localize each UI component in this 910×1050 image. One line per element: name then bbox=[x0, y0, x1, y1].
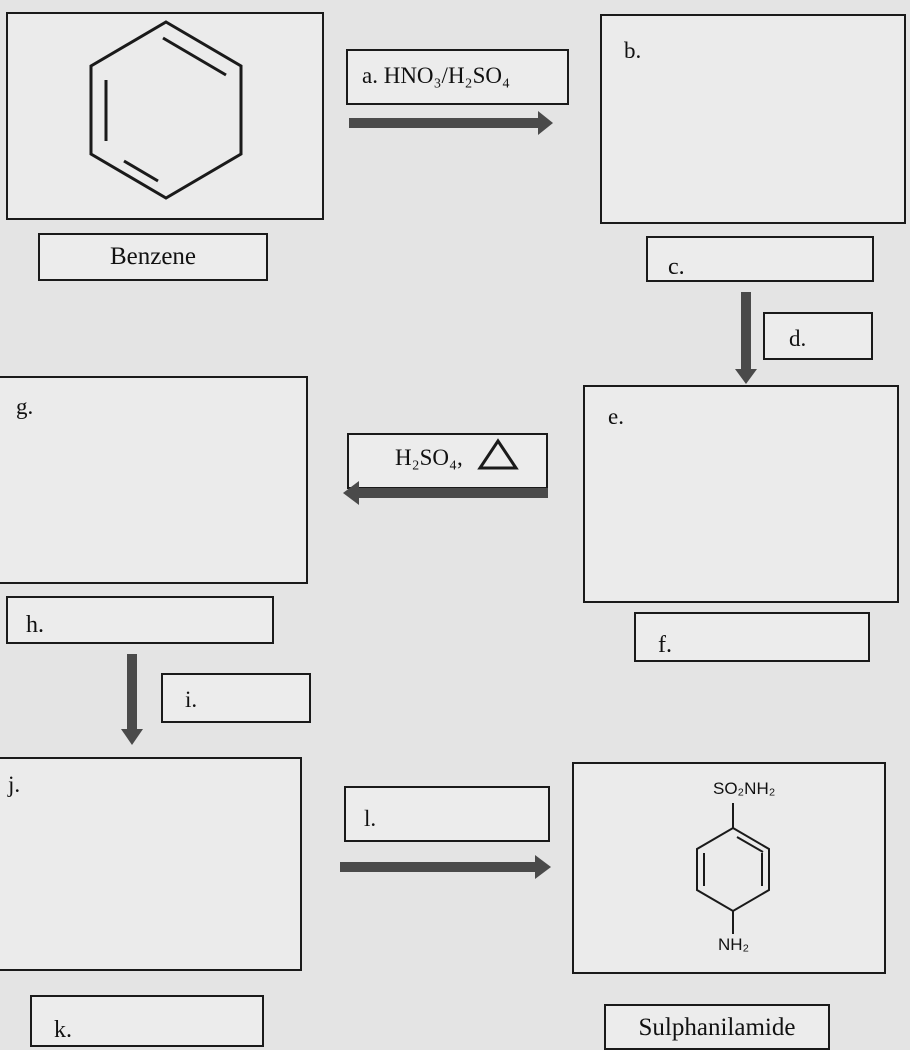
reagent-h2so4-text: H₂SO₄, bbox=[395, 445, 463, 470]
arrow-h-to-j-down bbox=[121, 654, 143, 745]
sulfonamide-group-label: SO₂NH₂ bbox=[713, 779, 776, 798]
blank-g-box bbox=[0, 376, 308, 584]
benzene-structure-box bbox=[6, 12, 324, 220]
blank-l-letter: l. bbox=[364, 806, 377, 831]
blank-b-box bbox=[600, 14, 906, 224]
benzene-ring bbox=[89, 20, 243, 200]
amino-group-label: NH₂ bbox=[718, 935, 750, 954]
sulphanilamide-structure-box bbox=[572, 762, 886, 974]
benzene-label: Benzene bbox=[38, 233, 268, 281]
sulphanilamide-label: Sulphanilamide bbox=[604, 1004, 830, 1050]
blank-i-letter: i. bbox=[185, 687, 198, 712]
heat-triangle-icon bbox=[477, 438, 519, 470]
blank-j-letter: j. bbox=[8, 772, 21, 797]
reagent-a-box: a. HNO₃/H₂SO₄ bbox=[346, 49, 569, 105]
arrow-c-to-e-down bbox=[735, 292, 757, 384]
blank-k-letter: k. bbox=[54, 1017, 72, 1043]
arrow-l-right bbox=[340, 855, 551, 879]
blank-c-letter: c. bbox=[668, 254, 685, 280]
blank-c-label: c. bbox=[646, 236, 874, 282]
sulphanilamide-ring bbox=[696, 803, 770, 934]
reagent-i-box: i. bbox=[161, 673, 311, 723]
blank-d-letter: d. bbox=[789, 326, 807, 351]
blank-k-label: k. bbox=[30, 995, 264, 1047]
reagent-l-box: l. bbox=[344, 786, 550, 842]
reagent-a-text: a. HNO₃/H₂SO₄ bbox=[362, 63, 510, 88]
blank-h-letter: h. bbox=[26, 612, 44, 638]
blank-f-label: f. bbox=[634, 612, 870, 662]
arrow-a-right bbox=[349, 111, 553, 135]
blank-e-box bbox=[583, 385, 899, 603]
blank-g-letter: g. bbox=[16, 394, 34, 419]
blank-j-box bbox=[0, 757, 302, 971]
blank-b-letter: b. bbox=[624, 38, 642, 63]
blank-e-letter: e. bbox=[608, 404, 624, 429]
blank-h-label: h. bbox=[6, 596, 274, 644]
blank-f-letter: f. bbox=[658, 632, 672, 658]
reagent-h2so4-heat-box: H₂SO₄, bbox=[347, 433, 548, 489]
reagent-d-box: d. bbox=[763, 312, 873, 360]
arrow-e-to-g-left bbox=[343, 481, 548, 505]
